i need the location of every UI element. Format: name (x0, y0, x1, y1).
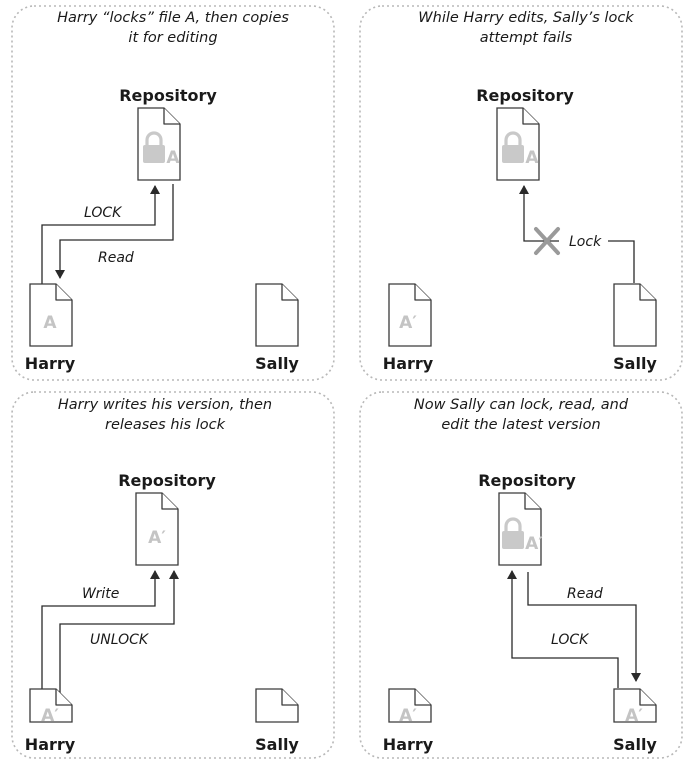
panel-3-repository-label: Repository (118, 471, 216, 490)
panel-1-harry-file-icon: A (29, 283, 73, 347)
panel-1-sally-label: Sally (255, 354, 299, 373)
panel-3-caption-line-1: Harry writes his version, then (58, 397, 272, 413)
panel-3-sally-file-icon (255, 688, 299, 723)
panel-3-harry-file-icon: A′ (29, 688, 73, 726)
panel-4-repository-file-text: A′ (525, 534, 543, 554)
panel-1: Harry “locks” file A, then copies it for… (11, 5, 335, 381)
panel-1-repository-file-text: A (166, 148, 180, 168)
panel-3-unlock-label: UNLOCK (90, 632, 150, 648)
panel-2-sally-file-icon (613, 283, 657, 347)
panel-3-sally-label: Sally (255, 735, 299, 754)
panel-1-read-label: Read (98, 250, 134, 266)
panel-2-repository-file-icon: A (496, 107, 540, 181)
panel-2-repository-label: Repository (476, 86, 574, 105)
panel-1-repository-label: Repository (119, 86, 217, 105)
panel-1-read-arrow (55, 184, 174, 279)
panel-2-padlock-icon (502, 131, 524, 163)
panel-1-harry-label: Harry (25, 354, 76, 373)
panel-4-harry-label: Harry (383, 735, 434, 754)
panel-2-caption-line-1: While Harry edits, Sally’s lock (418, 10, 634, 26)
panel-4-sally-label: Sally (613, 735, 657, 754)
panel-2-harry-label: Harry (383, 354, 434, 373)
panel-2-lock-label: Lock (569, 234, 602, 250)
panel-4-repository-file-icon: A′ (498, 492, 543, 566)
panel-1-repository-file-icon: A (137, 107, 181, 181)
panel-2-repository-file-text: A (525, 148, 539, 168)
panel-3-repository-file-text: A′ (148, 528, 166, 548)
panel-3-harry-file-text: A′ (41, 706, 59, 726)
panel-4-read-arrow (527, 572, 641, 682)
panel-1-padlock-icon (143, 131, 165, 163)
panel-4-lock-label: LOCK (551, 632, 590, 648)
panel-2-failed-cross-icon (534, 227, 560, 255)
panel-4-harry-file-icon: A′ (388, 688, 432, 726)
panel-3-harry-label: Harry (25, 735, 76, 754)
panel-4-lock-arrow (507, 570, 619, 688)
panel-3-write-arrow (41, 570, 160, 698)
panel-4-repository-label: Repository (478, 471, 576, 490)
panel-2-harry-file-icon: A′ (388, 283, 432, 347)
panel-3: Harry writes his version, then releases … (11, 391, 335, 759)
panel-2-caption-line-2: attempt fails (480, 30, 573, 46)
panel-2-frame (359, 5, 683, 381)
panel-4-sally-file-icon: A′ (613, 688, 657, 726)
panel-1-caption-line-2: it for editing (128, 30, 217, 46)
panel-4-sally-file-text: A′ (625, 706, 643, 726)
panel-4: Now Sally can lock, read, and edit the l… (359, 391, 683, 759)
panel-4-harry-file-text: A′ (399, 706, 417, 726)
panel-2-harry-file-text: A′ (399, 313, 417, 333)
panel-4-padlock-icon (502, 517, 524, 549)
panel-3-unlock-arrow (59, 570, 179, 696)
panel-3-repository-file-icon: A′ (135, 492, 179, 566)
panel-2-sally-label: Sally (613, 354, 657, 373)
panel-4-caption-line-1: Now Sally can lock, read, and (414, 397, 629, 413)
panel-4-read-label: Read (567, 586, 603, 602)
panel-1-harry-file-text: A (43, 313, 57, 333)
panel-3-write-label: Write (82, 586, 119, 602)
panel-1-sally-file-icon (255, 283, 299, 347)
panel-1-lock-arrow (41, 185, 160, 286)
panel-4-caption-line-2: edit the latest version (441, 417, 600, 433)
panel-1-lock-label: LOCK (84, 205, 123, 221)
panel-1-caption-line-1: Harry “locks” file A, then copies (57, 10, 289, 26)
panel-2: While Harry edits, Sally’s lock attempt … (359, 5, 683, 381)
panel-3-caption-line-2: releases his lock (105, 417, 226, 433)
panel-1-frame (11, 5, 335, 381)
